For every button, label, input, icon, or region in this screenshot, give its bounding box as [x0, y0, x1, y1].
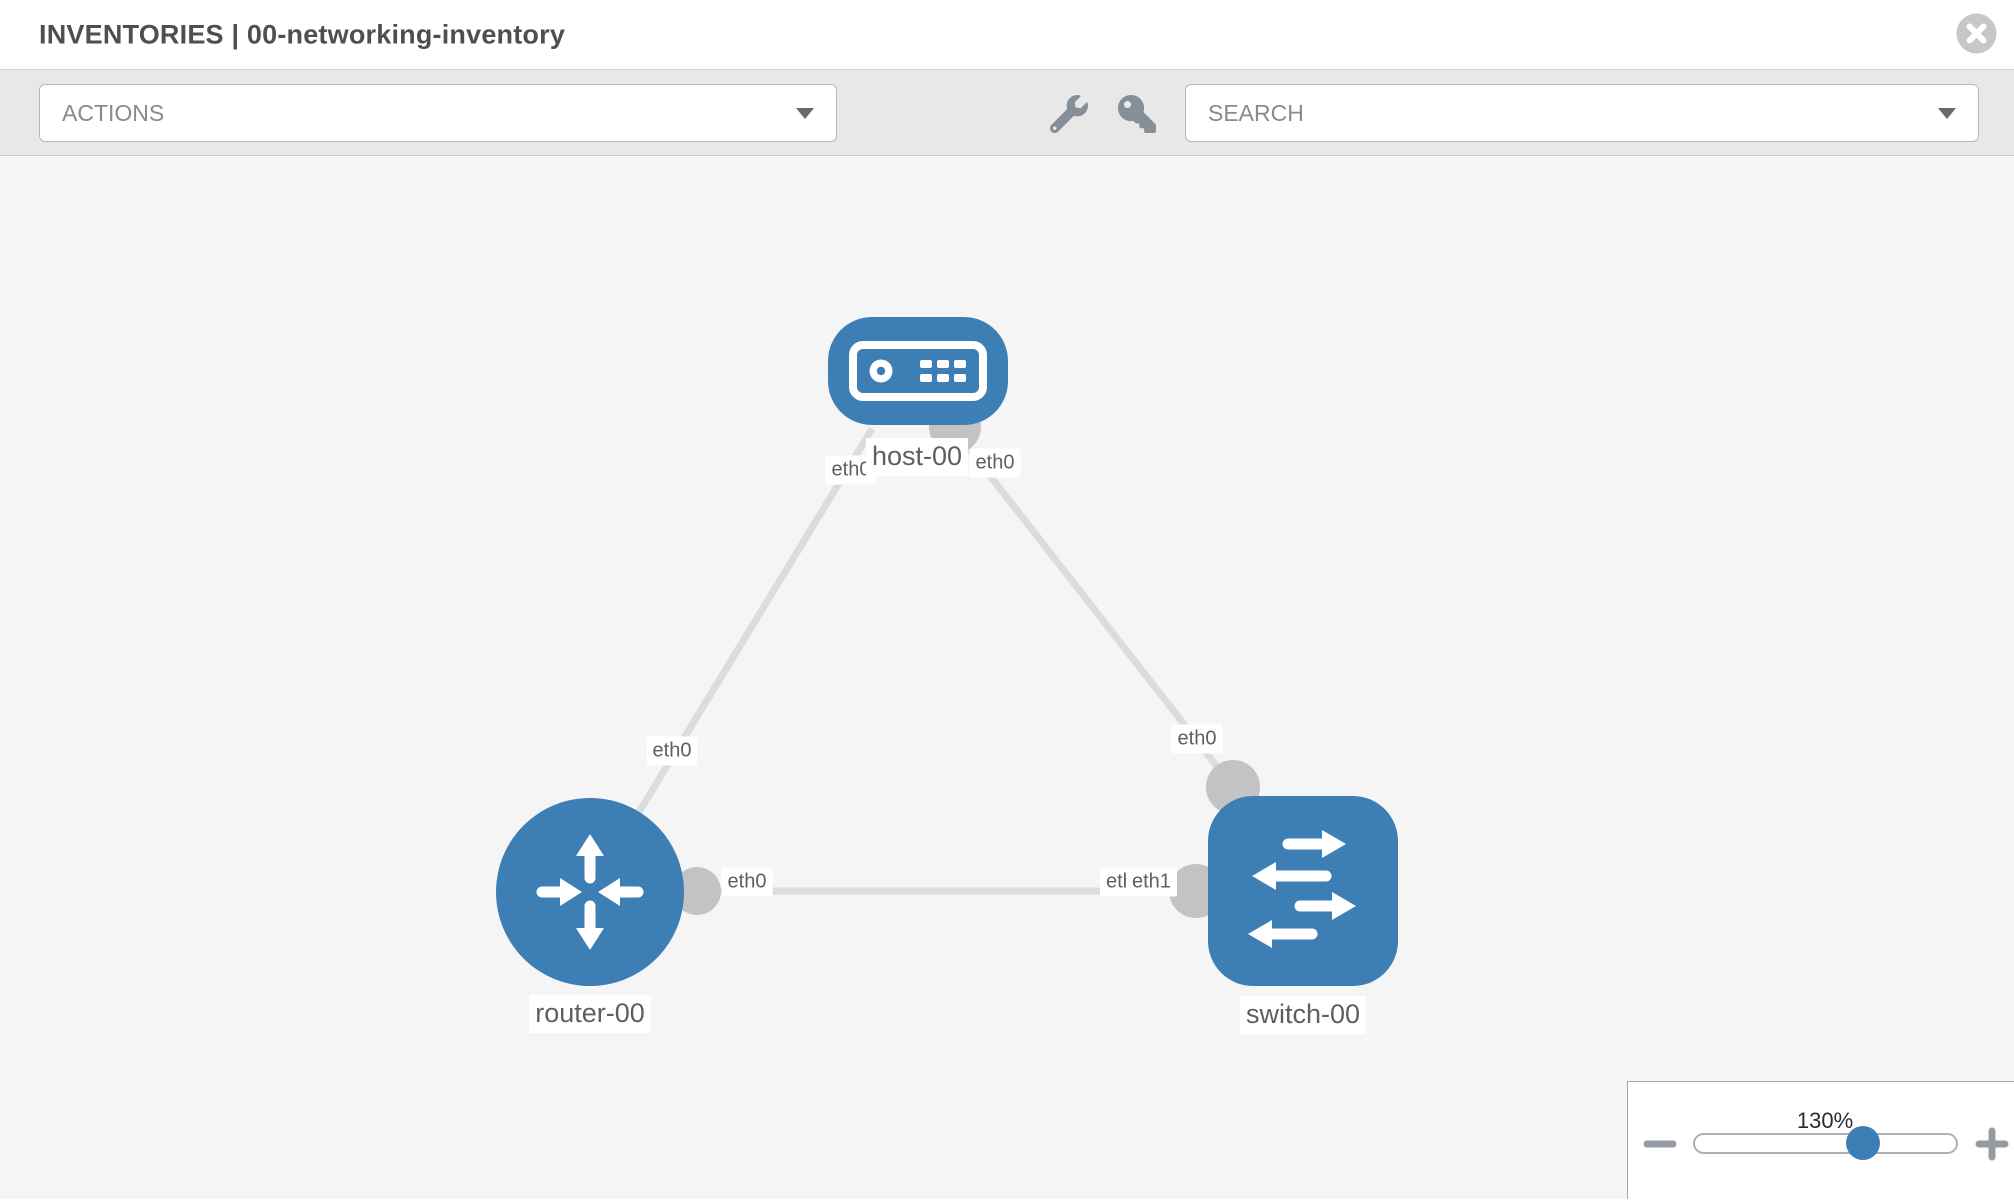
zoom-out-icon[interactable] [1642, 1126, 1678, 1162]
actions-dropdown-label: ACTIONS [62, 99, 165, 126]
topology-canvas[interactable]: eth0 eth0 eth0 eth0 eth0 eth0 eth1 host-… [0, 156, 2014, 1199]
interface-label: eth0 [646, 736, 698, 766]
search-dropdown[interactable]: SEARCH [1185, 84, 1979, 142]
zoom-slider-handle[interactable] [1846, 1126, 1880, 1160]
node-switch-00[interactable] [1208, 796, 1398, 986]
node-label-host[interactable]: host-00 [865, 438, 969, 476]
wrench-icon[interactable] [1050, 95, 1088, 133]
toolbar: ACTIONS SEARCH [0, 70, 2014, 156]
host-icon [849, 341, 987, 401]
search-dropdown-label: SEARCH [1208, 99, 1304, 126]
page-title: INVENTORIES | 00-networking-inventory [39, 19, 566, 49]
interface-label: eth0 [721, 867, 773, 897]
close-icon[interactable] [1956, 13, 1997, 54]
node-host-00[interactable] [828, 317, 1008, 425]
zoom-in-icon[interactable] [1974, 1126, 2010, 1162]
interface-label: eth1 [1126, 867, 1177, 897]
chevron-down-icon [1938, 107, 1956, 119]
interface-label: eth0 [1171, 724, 1223, 754]
node-label-router[interactable]: router-00 [529, 995, 651, 1033]
node-router-00[interactable] [496, 798, 684, 986]
zoom-level: 130% [1796, 1108, 1854, 1133]
router-icon [536, 834, 644, 950]
zoom-panel: 130% [1627, 1081, 2014, 1199]
interface-label: eth0 [969, 448, 1021, 478]
chevron-down-icon [796, 107, 814, 119]
switch-icon [1248, 830, 1356, 948]
node-label-switch[interactable]: switch-00 [1239, 996, 1367, 1034]
header: INVENTORIES | 00-networking-inventory [0, 0, 2014, 70]
port-router-right[interactable] [673, 867, 721, 915]
actions-dropdown[interactable]: ACTIONS [39, 84, 837, 142]
key-icon[interactable] [1118, 95, 1156, 133]
zoom-slider-track[interactable] [1693, 1133, 1958, 1154]
links-layer [636, 401, 1260, 918]
